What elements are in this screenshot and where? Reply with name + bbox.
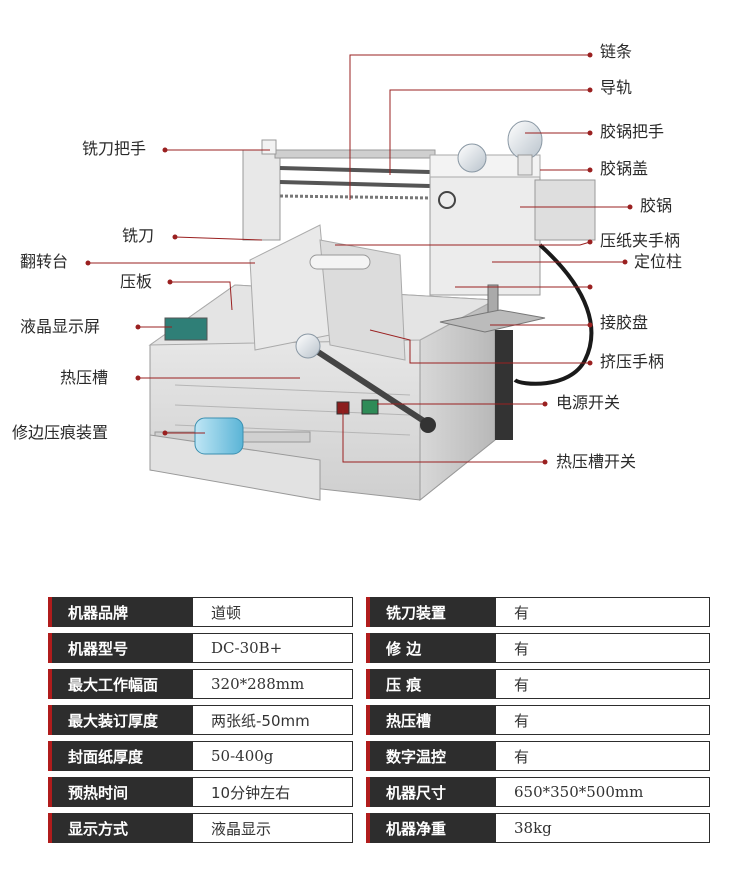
spec-value: 320*288mm (193, 669, 353, 699)
spec-key: 封面纸厚度 (48, 741, 193, 771)
glue-knob-stem (517, 154, 533, 176)
spec-row: 封面纸厚度 50-400g 数字温控 有 (48, 741, 710, 771)
label-power-switch: 电源开关 (556, 393, 621, 412)
spec-value: 有 (496, 741, 710, 771)
leader-dots (85, 52, 633, 465)
label-glue-pot-handle: 胶锅把手 (600, 122, 665, 141)
power-switch-graphic (361, 399, 379, 415)
leader-lines (88, 54, 630, 463)
spec-key: 热压槽 (366, 705, 496, 735)
label-guide-rail: 导轨 (600, 78, 633, 97)
spec-value: 10分钟左右 (193, 777, 353, 807)
squeeze-handle-bar (313, 347, 432, 428)
label-positioning-post: 定位柱 (634, 252, 683, 271)
spec-value: 两张纸-50mm (193, 705, 353, 735)
label-milling-cutter: 铣刀 (122, 226, 155, 245)
brand-logo-mark (438, 191, 456, 209)
trim-slide (149, 434, 321, 501)
label-flip-table: 翻转台 (20, 252, 69, 271)
rail-housing-left (242, 149, 281, 241)
spec-value: DC-30B+ (193, 633, 353, 663)
spec-key: 机器尺寸 (366, 777, 496, 807)
label-paper-clamp-handle: 压纸夹手柄 (600, 231, 681, 250)
label-squeeze-handle: 挤压手柄 (600, 352, 665, 371)
squeeze-handle-ball (295, 333, 321, 359)
spec-value: 38kg (496, 813, 710, 843)
lcd-panel (164, 317, 208, 341)
spec-key: 修 边 (366, 633, 496, 663)
spec-value: 650*350*500mm (496, 777, 710, 807)
spec-value: 有 (496, 705, 710, 735)
machine-illustration (85, 52, 633, 502)
spec-key: 机器型号 (48, 633, 193, 663)
machine-diagram: 链条 导轨 胶锅把手 胶锅盖 胶锅 压纸夹手柄 定位柱 接胶盘 挤压手柄 电源开… (12, 42, 683, 502)
spec-key: 显示方式 (48, 813, 193, 843)
spec-value: 有 (496, 633, 710, 663)
spec-row: 最大装订厚度 两张纸-50mm 热压槽 有 (48, 705, 710, 735)
press-plate-graphic (319, 239, 406, 361)
label-press-plate: 压板 (120, 272, 153, 291)
spec-row: 机器品牌 道顿 铣刀装置 有 (48, 597, 710, 627)
rail-top (274, 149, 436, 159)
spec-key: 铣刀装置 (366, 597, 496, 627)
spec-key: 压 痕 (366, 669, 496, 699)
power-cable (513, 243, 594, 386)
glue-pot-side (534, 179, 596, 241)
spec-row: 机器型号 DC-30B+ 修 边 有 (48, 633, 710, 663)
glue-support (495, 330, 513, 440)
milling-handle-knob (261, 139, 277, 155)
label-heat-groove-switch: 热压槽开关 (556, 452, 637, 471)
spec-key: 数字温控 (366, 741, 496, 771)
chain-graphic (279, 194, 431, 200)
label-glue-pot-lid: 胶锅盖 (600, 159, 649, 178)
spec-value: 有 (496, 669, 710, 699)
label-trim-crease-device: 修边压痕装置 (12, 423, 109, 442)
spec-value: 有 (496, 597, 710, 627)
squeeze-handle-end (420, 417, 436, 433)
flip-table-graphic (249, 224, 331, 351)
label-lcd-screen: 液晶显示屏 (20, 317, 101, 336)
glue-knob-left (457, 143, 487, 173)
spec-key: 预热时间 (48, 777, 193, 807)
guide-rods (279, 166, 431, 188)
label-chain: 链条 (600, 42, 633, 61)
label-heat-groove: 热压槽 (60, 368, 109, 387)
spec-key: 最大工作幅面 (48, 669, 193, 699)
spec-row: 最大工作幅面 320*288mm 压 痕 有 (48, 669, 710, 699)
glue-pot-body (429, 164, 541, 296)
spec-key: 最大装订厚度 (48, 705, 193, 735)
spec-key: 机器净重 (366, 813, 496, 843)
label-glue-tray: 接胶盘 (600, 313, 649, 332)
spec-row: 显示方式 液晶显示 机器净重 38kg (48, 813, 710, 843)
glue-tray-graphic (439, 309, 546, 333)
spec-value: 液晶显示 (193, 813, 353, 843)
glue-knob-right (507, 120, 543, 160)
spec-row: 预热时间 10分钟左右 机器尺寸 650*350*500mm (48, 777, 710, 807)
spec-value: 50-400g (193, 741, 353, 771)
label-milling-cutter-handle: 铣刀把手 (82, 139, 147, 158)
spec-key: 机器品牌 (48, 597, 193, 627)
label-glue-pot: 胶锅 (640, 196, 673, 215)
trim-blue-knob (194, 417, 244, 455)
clamp-bar (309, 254, 371, 270)
spec-value: 道顿 (193, 597, 353, 627)
